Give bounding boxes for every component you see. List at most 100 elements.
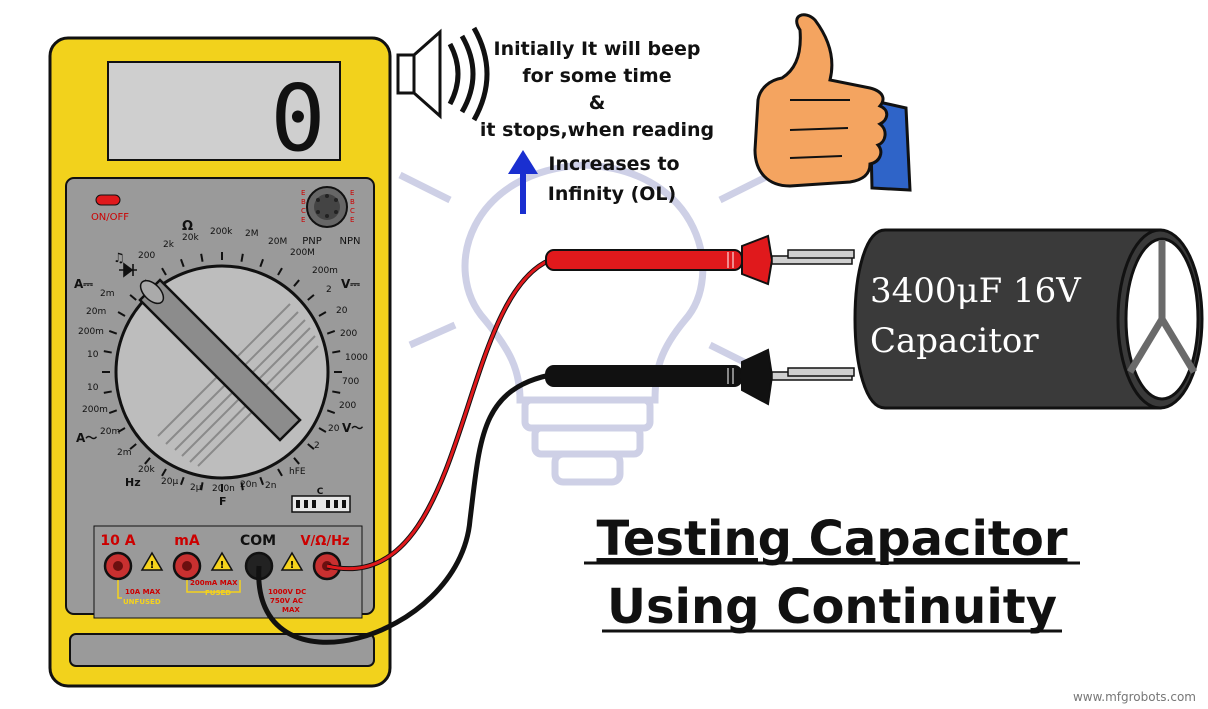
dial-tick	[307, 443, 315, 450]
page-subtitle: Using Continuity	[607, 579, 1057, 635]
adc-range: 10	[87, 350, 99, 360]
acv-range: 700	[342, 377, 359, 387]
svg-text:!: !	[220, 560, 225, 571]
jack-label-com: COM	[240, 533, 276, 549]
cx-label: C	[317, 487, 324, 497]
dial-tick	[318, 427, 327, 433]
hz-label: Hz	[125, 476, 141, 489]
socket-letter: E	[301, 216, 305, 224]
ohm-range: 200M	[290, 248, 315, 258]
dial-tick	[240, 482, 244, 491]
ohm-range: 2k	[163, 240, 175, 250]
dial-tick	[326, 330, 336, 335]
dial-tick	[293, 457, 300, 465]
display-window	[107, 61, 341, 161]
annotation-line: Initially It will beep	[494, 38, 701, 60]
dcv-range: 200	[340, 329, 357, 339]
dial-tick	[277, 267, 283, 276]
multimeter: 0 ON/OFF E B C E E B C E PNP NPN	[48, 36, 392, 688]
jack-note: 1000V DC	[268, 588, 306, 596]
annotation-line: for some time	[522, 65, 671, 87]
dial-tick	[129, 443, 137, 450]
thumbs-up-icon	[753, 13, 912, 192]
power-label: ON/OFF	[91, 212, 129, 223]
socket-letter: C	[301, 207, 306, 215]
aac-range: 200m	[82, 405, 108, 415]
socket-letter: B	[350, 198, 355, 206]
cap-range: 20µ	[161, 477, 178, 487]
dial-tick	[108, 409, 118, 414]
dcv-range: 1000	[345, 353, 368, 363]
socket-letter: C	[350, 207, 355, 215]
acv-range: 2	[314, 441, 320, 451]
aac-range: 10	[87, 383, 99, 393]
dial-tick	[108, 330, 118, 335]
dial-tick	[117, 427, 126, 433]
dial-tick	[307, 294, 315, 301]
bulb-watermark-icon	[398, 161, 772, 486]
socket-letter: E	[301, 189, 305, 197]
acv-label: V〜	[342, 421, 363, 435]
capacitor: 3400μF 16V Capacitor	[787, 228, 1204, 410]
cap-range: 20n	[240, 480, 257, 490]
black-probe[interactable]	[545, 348, 853, 406]
red-probe[interactable]	[545, 234, 853, 286]
dial-tick	[259, 258, 264, 268]
power-button[interactable]	[95, 194, 121, 206]
dial-tick	[129, 294, 137, 301]
diode-icon	[119, 262, 137, 278]
display-reading: 0	[270, 65, 325, 172]
jack-note: UNFUSED	[123, 598, 161, 606]
speaker-icon	[396, 26, 490, 122]
dial-tick	[200, 482, 204, 491]
jack-note: 10A MAX	[125, 588, 161, 596]
jack-note: FUSED	[205, 589, 231, 597]
aac-label: A〜	[76, 431, 97, 445]
ohm-range: 2M	[245, 229, 259, 239]
dial-tick	[326, 409, 336, 414]
aac-range: 2m	[117, 448, 132, 458]
cx-socket[interactable]	[291, 495, 351, 513]
jack-note: 200mA MAX	[190, 579, 238, 587]
acv-range: 200	[339, 401, 356, 411]
ohm-range: 20M	[268, 237, 287, 247]
cap-range: 2µ	[190, 483, 202, 493]
warning-icon: !	[210, 551, 234, 571]
dial-tick	[103, 390, 112, 394]
dial-tick	[161, 267, 167, 276]
warning-icon: !	[140, 551, 164, 571]
meter-stand-slot	[69, 633, 375, 667]
warning-icon: !	[280, 551, 304, 571]
adc-label: A⎓	[74, 277, 93, 291]
socket-letter: B	[301, 198, 306, 206]
dial-tick	[117, 311, 126, 317]
dcv-range: 200m	[312, 266, 338, 276]
dial-tick	[103, 350, 112, 354]
acv-range: 20	[328, 424, 340, 434]
dial-tick	[240, 253, 244, 262]
annotation-line: Infinity (OL)	[548, 183, 676, 205]
aac-range: 20m	[100, 427, 120, 437]
ohm-range: 200	[138, 251, 155, 261]
svg-text:!: !	[150, 560, 155, 571]
svg-text:!: !	[290, 560, 295, 571]
capacitor-label: Capacitor	[870, 321, 1039, 361]
adc-range: 20m	[86, 307, 106, 317]
hz-range: 20k	[138, 465, 155, 475]
dcv-range: 20	[336, 306, 348, 316]
watermark: www.mfgrobots.com	[1073, 690, 1196, 704]
npn-label: NPN	[340, 236, 361, 247]
pnp-label: PNP	[302, 236, 322, 247]
jack-note: MAX	[282, 606, 300, 614]
dial-tick	[332, 390, 341, 394]
dial-tick	[144, 457, 151, 465]
dial-tick	[259, 476, 264, 486]
ohm-range: 200k	[210, 227, 233, 237]
adc-range: 200m	[78, 327, 104, 337]
page-title: Testing Capacitor	[597, 511, 1068, 567]
socket-letter: E	[350, 189, 354, 197]
dcv-range: 2	[326, 285, 332, 295]
dial-tick	[180, 258, 185, 268]
dial-tick	[318, 311, 327, 317]
